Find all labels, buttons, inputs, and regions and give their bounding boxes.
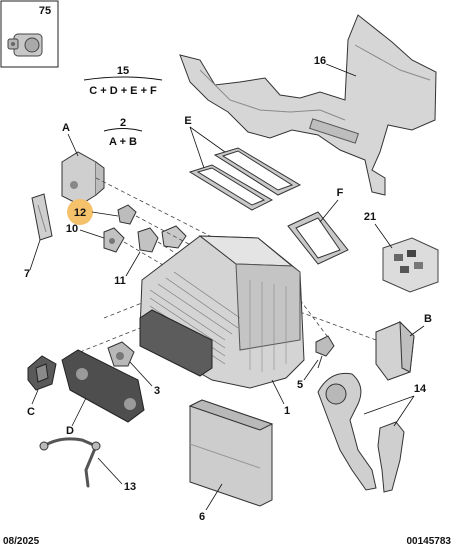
- callout-10: 10: [66, 223, 78, 235]
- leader-14-1: [363, 395, 415, 415]
- callout-7: 7: [24, 268, 30, 280]
- leader-12: [91, 211, 119, 217]
- formula-2-text: A + B: [109, 136, 137, 148]
- leader-7: [29, 239, 41, 271]
- leader-11: [125, 251, 141, 277]
- part-F-seal: [287, 211, 349, 265]
- callout-6: 6: [199, 511, 205, 523]
- part-12-connector: [117, 204, 137, 225]
- part-C-cap: [27, 355, 57, 391]
- callout-2: 2: [120, 117, 126, 129]
- leader-3: [129, 361, 153, 387]
- callout-16: 16: [314, 55, 326, 67]
- footer-date: 08/2025: [3, 536, 40, 547]
- callout-1: 1: [284, 405, 290, 417]
- part-13-pipe: [42, 437, 98, 488]
- part-A-actuator: [61, 151, 105, 206]
- part-top-actuator: [161, 225, 187, 249]
- formula-15: 15 C + D + E + F: [83, 65, 163, 97]
- callout-F: F: [337, 187, 344, 199]
- part-5-sensor: [315, 335, 335, 369]
- callout-5: 5: [297, 379, 303, 391]
- callout-D: D: [66, 425, 74, 437]
- callout-A: A: [62, 122, 70, 134]
- part-B-cover: [375, 320, 415, 381]
- part-13-fittings: [39, 441, 101, 451]
- part-6-filter: [188, 399, 274, 507]
- leader-E-2: [189, 126, 226, 153]
- callout-C: C: [27, 406, 35, 418]
- callout-11: 11: [114, 275, 126, 287]
- callout-15: 15: [117, 65, 129, 77]
- leader-14-2: [393, 395, 415, 427]
- leader-D: [71, 397, 87, 427]
- leader-A: [67, 133, 79, 157]
- part-16-duct: [179, 14, 437, 196]
- part-75-actuator-icon: [7, 33, 43, 57]
- formula-2-brace: [103, 128, 143, 132]
- footer-ref: 00145783: [407, 536, 452, 547]
- part-11-motor: [137, 227, 159, 253]
- part-D-gasket: [61, 349, 145, 423]
- leader-16: [325, 63, 357, 77]
- callout-E: E: [184, 115, 191, 127]
- callout-B: B: [424, 313, 432, 325]
- part-21-connector-pack: [382, 237, 439, 293]
- formula-15-brace: [83, 76, 163, 81]
- callout-75: 75: [39, 5, 51, 17]
- part-75-inset: [0, 0, 59, 68]
- leader-1: [271, 379, 285, 405]
- part-10-motor: [103, 227, 125, 253]
- leader-B: [409, 325, 425, 337]
- housing-ribs: [249, 280, 287, 372]
- callout-13: 13: [124, 481, 136, 493]
- callout-21: 21: [364, 211, 376, 223]
- formula-2: 2 A + B: [103, 117, 143, 148]
- part-E-seals: [188, 147, 302, 211]
- leader-21: [374, 223, 393, 249]
- leader-5: [303, 359, 319, 381]
- leader-13: [97, 457, 123, 485]
- leader-C: [31, 389, 39, 405]
- leader-6: [205, 483, 223, 511]
- leader-F: [319, 199, 339, 223]
- leader-E-1: [189, 126, 205, 169]
- part-1-housing: [139, 235, 305, 389]
- part-front-pad: [139, 309, 213, 377]
- formula-15-text: C + D + E + F: [89, 85, 157, 97]
- callout-3: 3: [154, 385, 160, 397]
- callout-12: 12: [74, 207, 86, 219]
- callout-14: 14: [414, 383, 427, 395]
- part-14-pipes: [317, 372, 405, 493]
- part-7-sensor: [31, 193, 53, 241]
- highlight-12: [67, 199, 93, 225]
- part-3-motor: [107, 341, 135, 367]
- leader-10: [79, 229, 105, 239]
